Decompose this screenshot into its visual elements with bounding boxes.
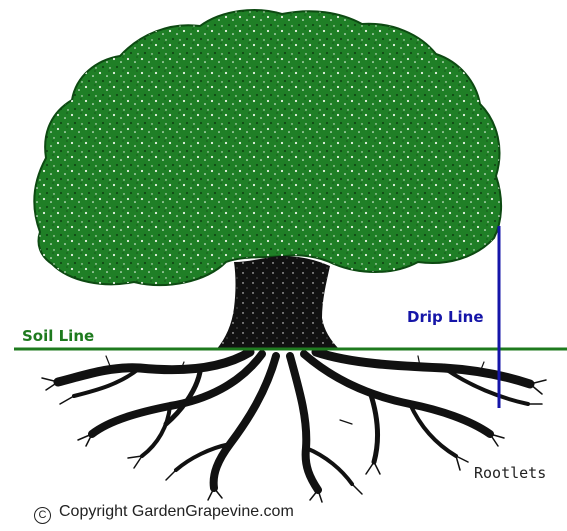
- root-branch: [370, 392, 377, 462]
- rootlets-label: Rootlets: [474, 464, 546, 482]
- tree-trunk: [216, 256, 340, 350]
- copyright-icon: C: [34, 507, 51, 524]
- drip-line-label: Drip Line: [407, 308, 484, 326]
- trunk-texture: [216, 256, 340, 350]
- tree-canopy: [34, 10, 501, 285]
- copyright-text: Copyright GardenGrapevine.com: [59, 503, 294, 520]
- root-main: [58, 352, 250, 382]
- root-main: [290, 356, 318, 490]
- copyright-notice: C Copyright GardenGrapevine.com: [34, 503, 294, 524]
- soil-line-label: Soil Line: [22, 327, 94, 345]
- canopy-texture: [34, 10, 501, 285]
- rootlet: [128, 456, 222, 500]
- rootlet: [310, 462, 380, 502]
- rootlet: [42, 378, 92, 446]
- root-system: [42, 352, 546, 502]
